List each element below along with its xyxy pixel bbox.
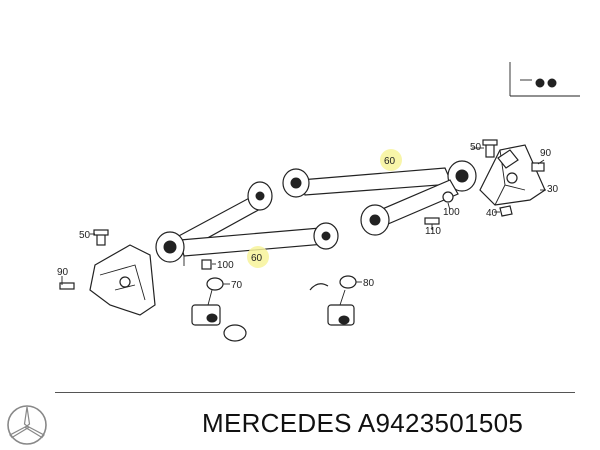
mercedes-star-logo (7, 405, 47, 445)
callout-bushing-a: 70 (231, 280, 243, 291)
lower-control-arm (155, 222, 339, 263)
callout-nut-left: 100 (217, 260, 234, 271)
callout-bolt-left-low: 90 (57, 267, 69, 278)
callout-bolt-left: 50 (79, 230, 91, 241)
callout-washer-right: 40 (486, 208, 498, 219)
callout-nut-right: 100 (443, 207, 460, 218)
callout-bar-upper: 60 (384, 156, 396, 167)
bushing-assembly-80 (309, 275, 357, 326)
right-diagonal-arm (360, 179, 459, 236)
hardware (59, 139, 545, 290)
part-number: A9423501505 (357, 408, 524, 438)
callout-bolt-top: 50 (470, 142, 482, 153)
bushing-assembly-70 (191, 277, 247, 342)
highlight-marker-lower (247, 246, 269, 268)
callout-bar-lower: 60 (251, 253, 263, 264)
upper-control-arm (282, 160, 477, 198)
callout-bolt-right: 110 (425, 226, 441, 237)
callout-bracket-right: 30 (547, 184, 559, 195)
callout-bushing-b: 80 (363, 278, 375, 289)
left-mounting-bracket (89, 244, 156, 316)
leader-lines (61, 147, 546, 285)
brand-part-number: MERCEDES A9423501505 (202, 408, 523, 439)
highlight-marker-upper (380, 149, 402, 171)
brand-name: MERCEDES (202, 408, 352, 438)
axle-reference-symbol (509, 62, 580, 97)
callout-bolt-top-right: 90 (540, 148, 552, 159)
footer-divider (55, 392, 575, 393)
